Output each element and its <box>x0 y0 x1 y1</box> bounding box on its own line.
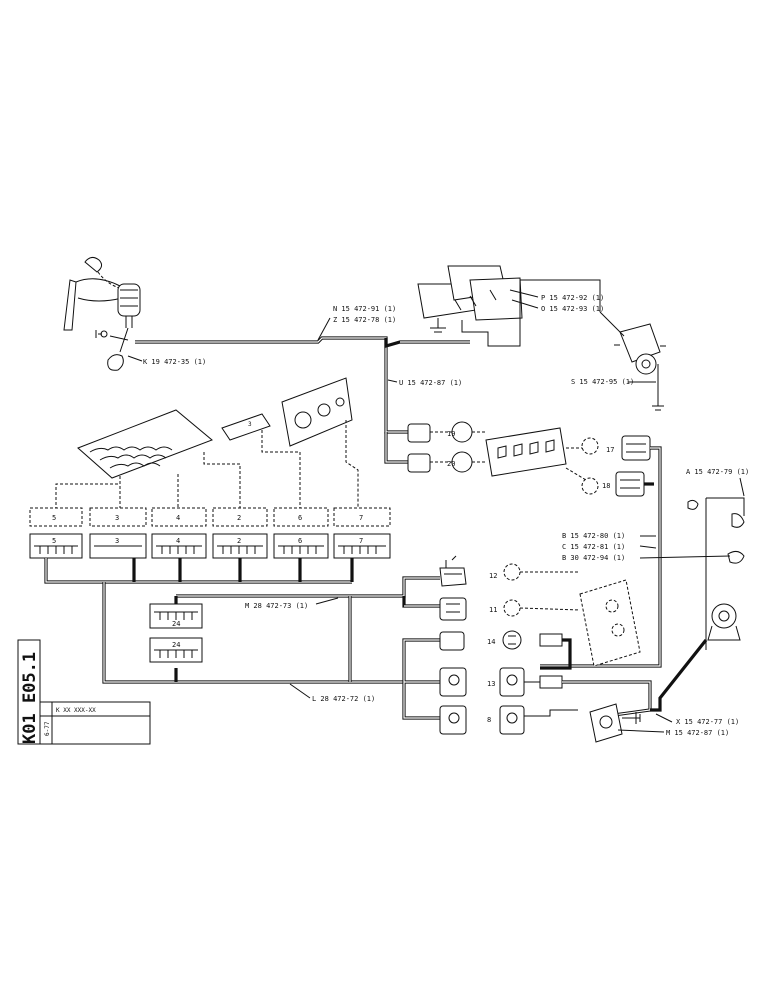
upper-connector-4: 4 <box>176 514 180 522</box>
connector-20-label: 20 <box>447 460 455 468</box>
callout-c: C 15 472-81 (1) <box>562 543 625 551</box>
connector-17-label: 17 <box>606 446 614 454</box>
connector-11-icon <box>439 597 581 621</box>
callout-b1: B 15 472-80 (1) <box>562 532 625 540</box>
switch-unit-icon <box>599 311 666 411</box>
connector-14-icon <box>439 630 572 670</box>
callout-k: K 19 472-35 (1) <box>143 358 206 366</box>
callout-a: A 15 472-79 (1) <box>686 468 749 476</box>
lower-connector-5: 5 <box>52 537 56 545</box>
lower-connector-7: 7 <box>359 537 363 545</box>
svg-text:3: 3 <box>248 421 252 428</box>
callout-l: L 28 472-72 (1) <box>312 695 375 703</box>
callout-n: N 15 472-91 (1) <box>333 305 396 313</box>
sub-connector-24a: 24 <box>172 620 180 628</box>
callout-b2: B 30 472-94 (1) <box>562 554 625 562</box>
callout-m2: M 15 472-87 (1) <box>666 729 729 737</box>
harness-lower-loop <box>44 558 440 720</box>
sub-connector-24b: 24 <box>172 641 180 649</box>
callout-x: X 15 472-77 (1) <box>676 718 739 726</box>
sub-connector-boxes: 24 24 <box>149 603 203 663</box>
drawing-code: K01 E05.1 <box>20 652 40 744</box>
drawing-date: 6-77 <box>44 721 51 736</box>
lower-connector-6: 6 <box>298 537 302 545</box>
callout-p: P 15 472-92 (1) <box>541 294 604 302</box>
instrument-cluster-icon: 3 <box>221 377 353 447</box>
solenoid-icon <box>589 639 708 743</box>
lower-connector-4: 4 <box>176 537 180 545</box>
connector-14-label: 14 <box>487 638 495 646</box>
upper-connector-3: 3 <box>115 514 119 522</box>
connector-8-icon <box>439 705 578 735</box>
lower-connector-row: 5 3 4 2 6 7 <box>29 533 391 559</box>
lower-connector-2: 2 <box>237 537 241 545</box>
connector-18-label: 18 <box>602 482 610 490</box>
battery-box-icon <box>417 265 601 347</box>
callout-m1: M 28 472-73 (1) <box>245 602 308 610</box>
connector-11-label: 11 <box>489 606 497 614</box>
connector-13-icon <box>439 667 652 720</box>
fuse-block-icon <box>485 427 599 495</box>
drawing-ref: K XX XXX-XX <box>56 707 96 714</box>
callout-u: U 15 472-87 (1) <box>399 379 462 387</box>
lower-connector-3: 3 <box>115 537 119 545</box>
connector-12-label: 12 <box>489 572 497 580</box>
upper-connector-2: 2 <box>237 514 241 522</box>
callout-z: Z 15 472-78 (1) <box>333 316 396 324</box>
connector-12-icon <box>439 555 580 587</box>
connector-19-label: 19 <box>447 430 455 438</box>
connector-13-label: 13 <box>487 680 495 688</box>
harness-top-trunk <box>135 336 470 464</box>
upper-connector-5: 5 <box>52 514 56 522</box>
control-box-icon <box>579 579 641 667</box>
switch-panel-icon <box>77 409 213 479</box>
upper-connector-row: 5 3 4 2 6 7 <box>29 507 391 527</box>
right-edge-sensors-icon <box>687 497 745 650</box>
connector-8-label: 8 <box>487 716 491 724</box>
dashed-leads <box>55 420 359 508</box>
connector-17-18-icon <box>540 435 662 668</box>
horn-assembly-icon <box>63 256 141 371</box>
upper-connector-6: 6 <box>298 514 302 522</box>
callout-o: O 15 472-93 (1) <box>541 305 604 313</box>
upper-connector-7: 7 <box>359 514 363 522</box>
title-block: K01 E05.1 K XX XXX-XX 6-77 <box>17 639 151 745</box>
connector-19-20-icon <box>407 421 486 473</box>
callout-s: S 15 472-95 (1) <box>571 378 634 386</box>
